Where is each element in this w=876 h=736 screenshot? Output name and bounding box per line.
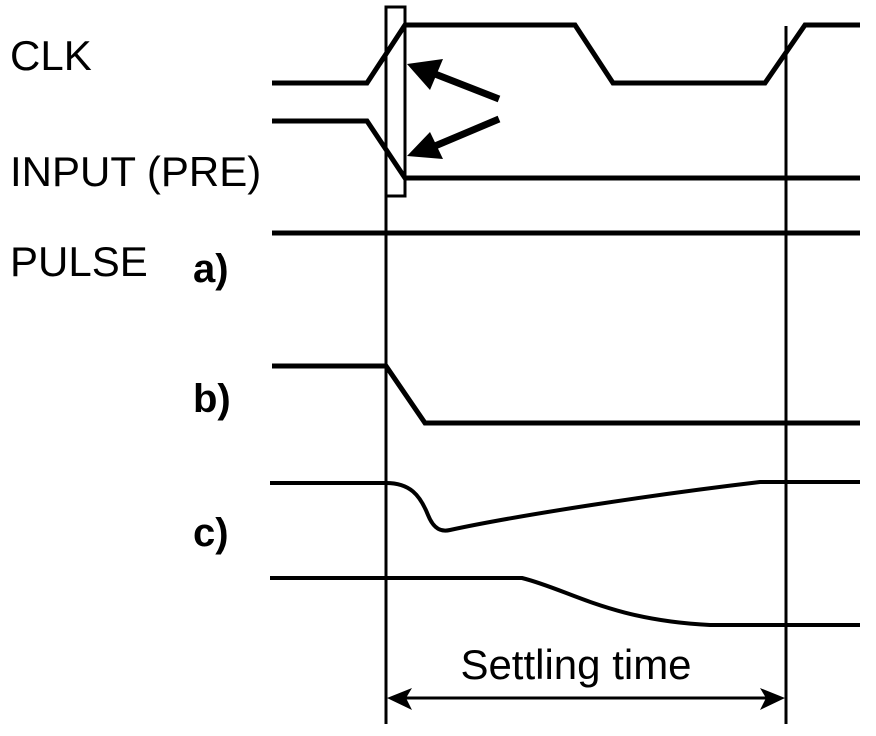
pulse-b-waveform <box>272 363 860 426</box>
edge-arrow-input <box>407 115 501 159</box>
label-case-a: a) <box>193 247 229 291</box>
settling-time-label: Settling time <box>460 641 691 688</box>
input-waveform <box>272 118 860 181</box>
label-case-b: b) <box>193 377 231 421</box>
label-pulse: PULSE <box>10 238 148 285</box>
label-input-pre: INPUT (PRE) <box>10 148 261 195</box>
settling-time-arrow <box>387 688 785 710</box>
edge-arrow-clk <box>407 59 501 103</box>
clk-waveform <box>272 22 860 86</box>
label-clk: CLK <box>10 32 92 79</box>
label-case-c: c) <box>193 511 229 555</box>
pulse-c-lower-waveform <box>270 576 860 627</box>
sampling-window <box>384 5 407 198</box>
pulse-c-upper-waveform <box>270 480 860 533</box>
